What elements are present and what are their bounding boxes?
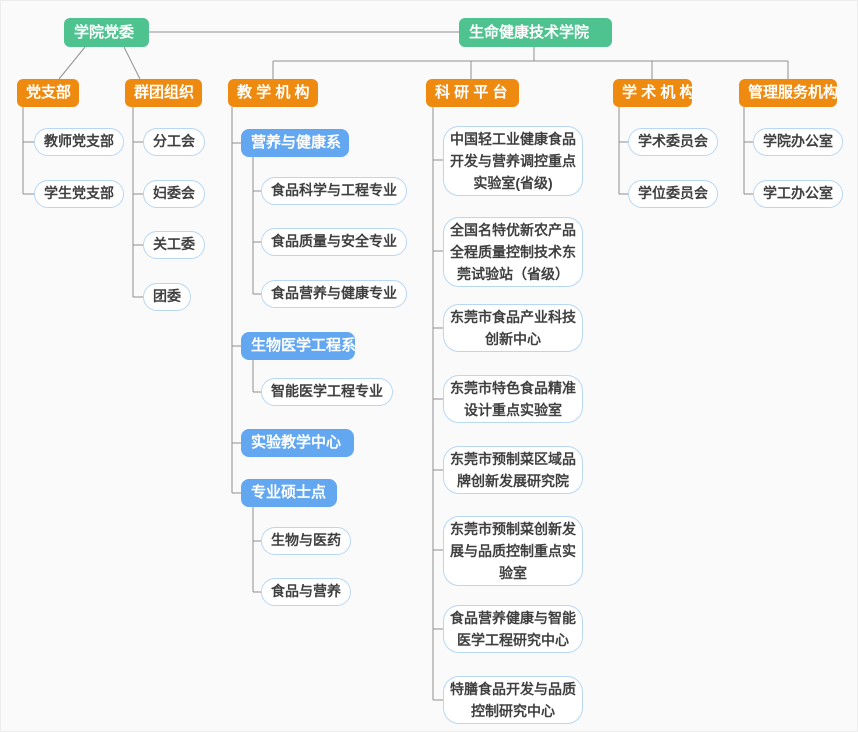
node-academic-committee[interactable]: 学术委员会 (628, 128, 718, 156)
node-research-food-industry-innovation-center[interactable]: 东莞市食品产业科技 创新中心 (443, 304, 583, 352)
node-research-prepared-dishes-brand-institute[interactable]: 东莞市预制菜区域品 牌创新发展研究院 (443, 446, 583, 494)
node-degree-committee[interactable]: 学位委员会 (628, 180, 718, 208)
node-party-branches[interactable]: 党支部 (17, 79, 79, 107)
node-research-platforms[interactable]: 科 研 平 台 (426, 79, 519, 107)
node-college[interactable]: 生命健康技术学院 (459, 18, 612, 47)
node-biology-medicine-master[interactable]: 生物与医药 (261, 527, 351, 555)
node-professional-master-point[interactable]: 专业硕士点 (241, 479, 337, 507)
node-nutrition-health-dept[interactable]: 营养与健康系 (241, 129, 349, 157)
node-college-office[interactable]: 学院办公室 (753, 128, 843, 156)
node-mass-organizations[interactable]: 群团组织 (125, 79, 202, 107)
node-research-special-diet-food-center[interactable]: 特膳食品开发与品质 控制研究中心 (443, 676, 583, 724)
node-academic-orgs[interactable]: 学 术 机 构 (613, 79, 695, 107)
node-women-committee[interactable]: 妇委会 (143, 180, 205, 208)
node-food-science-engineering-major[interactable]: 食品科学与工程专业 (261, 177, 407, 205)
node-food-nutrition-master[interactable]: 食品与营养 (261, 578, 351, 606)
node-youth-league-committee[interactable]: 团委 (143, 283, 191, 311)
node-food-nutrition-health-major[interactable]: 食品营养与健康专业 (261, 280, 407, 308)
node-research-prepared-dishes-quality-lab[interactable]: 东莞市预制菜创新发 展与品质控制重点实 验室 (443, 516, 583, 586)
node-teaching-orgs[interactable]: 教 学 机 构 (228, 79, 318, 107)
node-food-quality-safety-major[interactable]: 食品质量与安全专业 (261, 228, 407, 256)
node-care-next-gen-committee[interactable]: 关工委 (143, 231, 205, 259)
node-research-light-industry-lab[interactable]: 中国轻工业健康食品 开发与营养调控重点 实验室(省级) (443, 126, 583, 196)
node-student-affairs-office[interactable]: 学工办公室 (753, 180, 843, 208)
node-labor-union[interactable]: 分工会 (143, 128, 205, 156)
node-experimental-teaching-center[interactable]: 实验教学中心 (241, 429, 354, 457)
node-research-specialty-food-design-lab[interactable]: 东莞市特色食品精准 设计重点实验室 (443, 375, 583, 423)
node-college-party-committee[interactable]: 学院党委 (64, 18, 149, 47)
node-admin-service-orgs[interactable]: 管理服务机构 (739, 79, 838, 107)
node-research-agri-product-station[interactable]: 全国名特优新农产品 全程质量控制技术东 莞试验站（省级） (443, 217, 583, 287)
node-student-party-branch[interactable]: 学生党支部 (34, 180, 124, 208)
node-research-nutrition-intelligent-medical-center[interactable]: 食品营养健康与智能 医学工程研究中心 (443, 605, 583, 653)
node-teacher-party-branch[interactable]: 教师党支部 (34, 128, 124, 156)
node-biomedical-engineering-dept[interactable]: 生物医学工程系 (241, 332, 356, 360)
node-intelligent-medical-engineering-major[interactable]: 智能医学工程专业 (261, 378, 393, 406)
